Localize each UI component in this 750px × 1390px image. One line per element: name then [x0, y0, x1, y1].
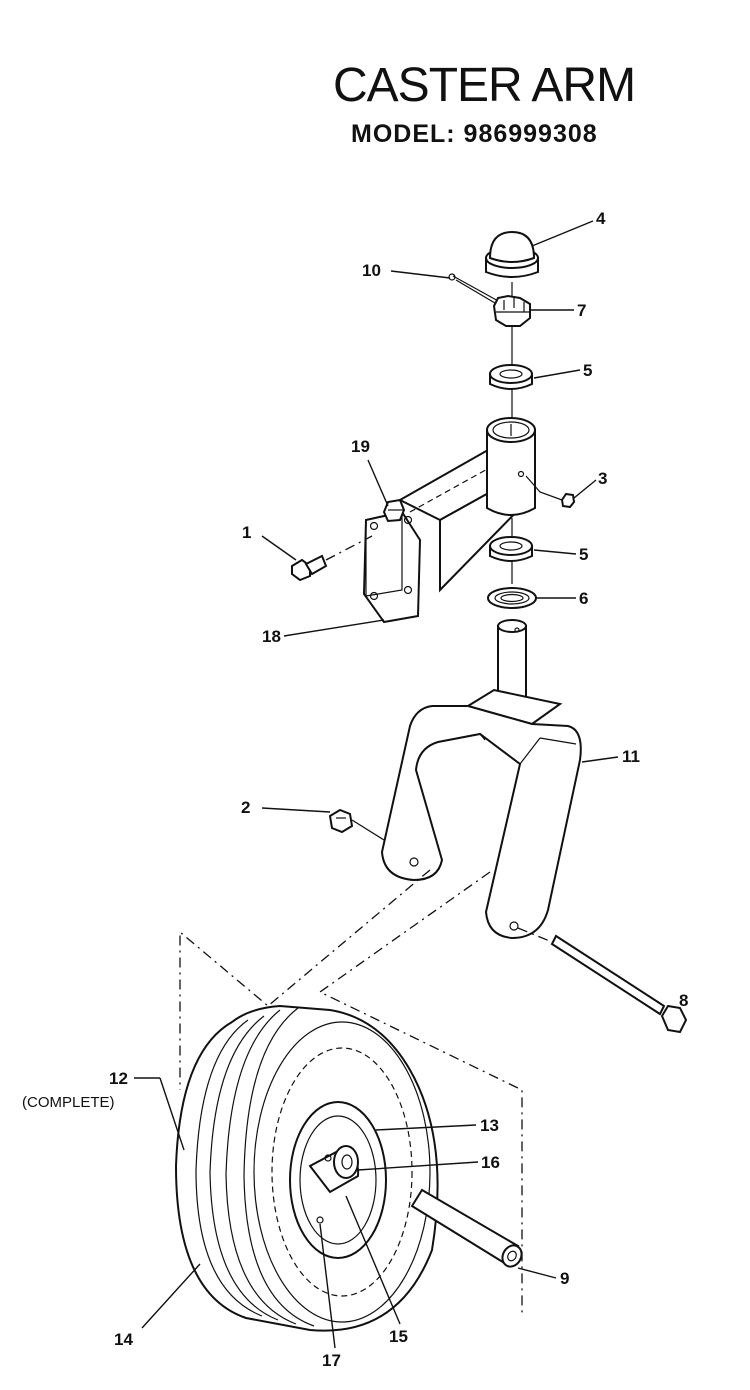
diagram-title: CASTER ARM — [333, 59, 636, 112]
callout-16: 16 — [481, 1153, 500, 1172]
callout-17: 17 — [322, 1351, 341, 1370]
assembly-centerlines — [179, 869, 523, 1316]
callout-8: 8 — [679, 991, 688, 1010]
callout-9: 9 — [560, 1269, 569, 1288]
callout-13: 13 — [480, 1116, 499, 1135]
grease-fitting-part — [525, 475, 576, 509]
callout-2: 2 — [241, 798, 250, 817]
flange-nut-part — [382, 498, 406, 523]
hex-nut-part — [328, 808, 385, 841]
callout-14: 14 — [114, 1330, 133, 1349]
callout-leader-lines — [134, 220, 619, 1349]
callout-12-note: (COMPLETE) — [22, 1094, 115, 1111]
callout-5-lower: 5 — [579, 545, 588, 564]
callout-15: 15 — [389, 1327, 408, 1346]
callout-1: 1 — [242, 523, 251, 542]
callout-11: 11 — [622, 747, 640, 766]
axle-bolt-part — [517, 927, 688, 1034]
castle-nut-part — [492, 294, 531, 327]
cotter-pin-part — [448, 273, 501, 307]
callout-19: 19 — [351, 437, 370, 456]
wheel-assembly-part — [174, 1004, 439, 1332]
callout-7: 7 — [577, 301, 586, 320]
callout-10: 10 — [362, 261, 381, 280]
dust-cap-part — [485, 230, 539, 278]
callout-5-upper: 5 — [583, 361, 592, 380]
upper-bearing-part — [489, 364, 533, 390]
grease-seal-part — [487, 587, 537, 609]
callout-18: 18 — [262, 627, 281, 646]
caster-fork-part — [380, 619, 582, 940]
callout-12: 12 — [109, 1069, 128, 1088]
callout-6: 6 — [579, 589, 588, 608]
lower-bearing-part — [489, 536, 533, 562]
carriage-bolt-part — [291, 535, 373, 582]
caster-arm-weldment — [362, 417, 536, 624]
model-number: MODEL: 986999308 — [351, 120, 598, 148]
spacer-tube-part — [410, 1188, 523, 1268]
callout-3: 3 — [598, 469, 607, 488]
callout-4: 4 — [596, 209, 606, 228]
